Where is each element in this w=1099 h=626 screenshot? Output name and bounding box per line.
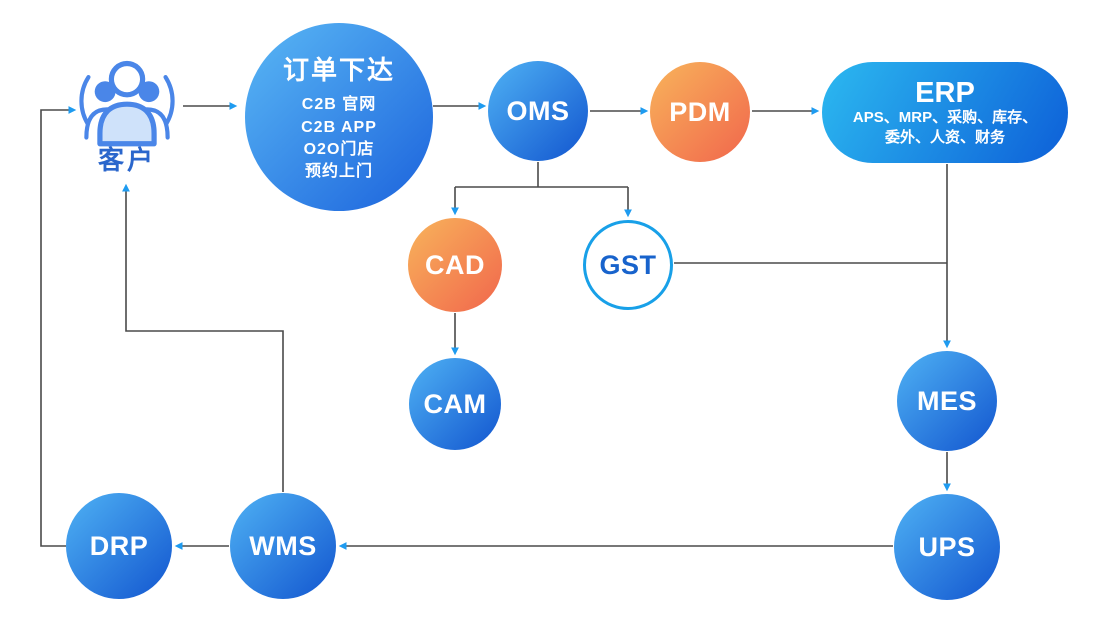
node-cad: CAD xyxy=(408,218,502,312)
order-node-title: 订单下达 xyxy=(282,55,395,86)
node-oms: OMS xyxy=(488,61,588,161)
pdm-label: PDM xyxy=(669,96,731,127)
customers-icon xyxy=(79,60,175,147)
wms-label: WMS xyxy=(249,530,317,561)
cam-label: CAM xyxy=(423,388,487,419)
node-wms: WMS xyxy=(230,493,336,599)
cad-label: CAD xyxy=(425,249,485,280)
node-mes: MES xyxy=(897,351,997,451)
erp-modules-line2: 委外、人资、财务 xyxy=(884,128,1005,146)
erp-title: ERP xyxy=(915,76,975,109)
node-cam: CAM xyxy=(409,358,501,450)
node-drp: DRP xyxy=(66,493,172,599)
customer-node-label: 客户 xyxy=(97,145,156,175)
node-order-placement: 订单下达 C2B 官网 C2B APP O2O门店 预约上门 xyxy=(245,23,433,211)
order-channel-o2o-store: O2O门店 xyxy=(303,141,375,158)
erp-modules-line1: APS、MRP、采购、库存、 xyxy=(852,109,1038,127)
gst-label: GST xyxy=(599,249,657,280)
order-channel-c2b-app: C2B APP xyxy=(301,118,377,136)
oms-label: OMS xyxy=(506,95,570,126)
node-erp: ERP APS、MRP、采购、库存、 委外、人资、财务 xyxy=(822,62,1068,163)
node-ups: UPS xyxy=(894,494,1000,600)
ups-label: UPS xyxy=(918,531,976,562)
order-channel-c2b-web: C2B 官网 xyxy=(301,96,377,114)
order-channel-appointment: 预约上门 xyxy=(304,163,373,181)
mes-label: MES xyxy=(916,385,977,416)
node-pdm: PDM xyxy=(650,62,750,162)
edge-wms-customer xyxy=(122,183,284,492)
node-gst: GST xyxy=(583,220,673,310)
edge-drp-customer-loop xyxy=(40,106,77,547)
drp-label: DRP xyxy=(89,530,149,561)
